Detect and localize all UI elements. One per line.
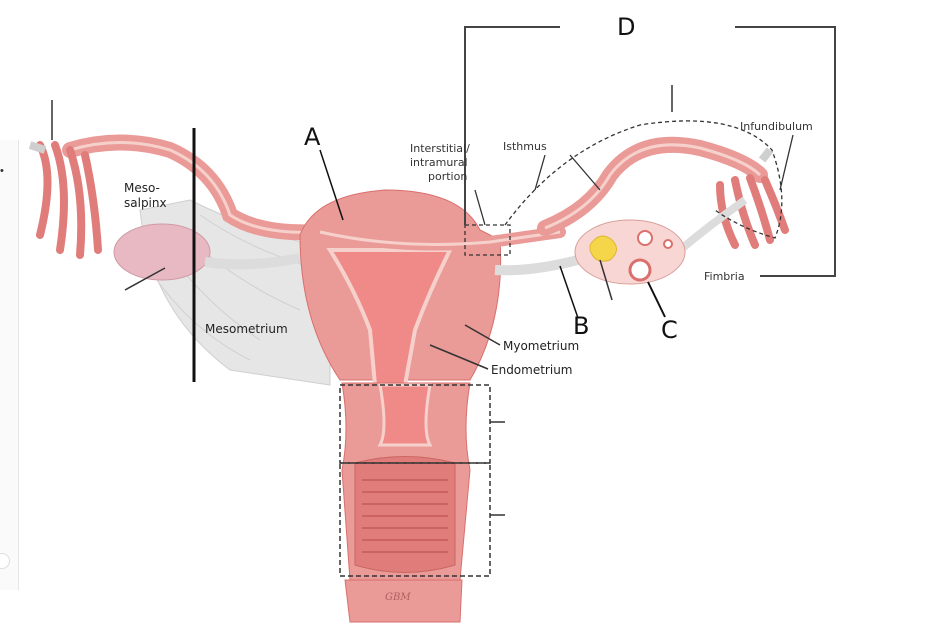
suspensory-ligament	[677, 196, 748, 254]
isthmus-pointer	[534, 154, 546, 191]
isthmus-pointer-2	[569, 154, 601, 191]
label-endometrium: Endometrium	[491, 363, 573, 377]
d-bracket-left	[464, 26, 560, 225]
a-pointer	[319, 149, 344, 221]
left-tube-end	[28, 141, 47, 154]
corpus-luteum	[589, 235, 617, 262]
left-ovarian-ligament	[204, 253, 301, 270]
label-isthmus: Isthmus	[503, 140, 547, 153]
d-bracket-right	[735, 26, 836, 277]
label-mesosalpinx-1: Meso-	[124, 181, 160, 195]
label-b: B	[573, 312, 589, 340]
label-fimbria: Fimbria	[704, 270, 745, 283]
vaginal-outlet	[344, 579, 463, 623]
label-mesosalpinx-2: salpinx	[124, 196, 167, 210]
label-myometrium: Myometrium	[503, 339, 579, 353]
gbm-watermark: GBM	[385, 592, 411, 603]
left-fimbria	[36, 141, 102, 259]
label-interstitial-3: portion	[428, 170, 467, 183]
label-infundibulum: Infundibulum	[740, 120, 813, 133]
cervical-canal	[377, 383, 433, 447]
endometrium-pointer	[429, 344, 489, 370]
right-fallopian-tube-lumen	[544, 143, 762, 230]
interstitial-tube-lumen	[319, 230, 561, 246]
interstitial-dashed-box	[464, 224, 511, 256]
interstitial-pointer	[474, 189, 486, 226]
ampulla-dashed-outline	[504, 120, 783, 239]
vagina-dashed-box	[339, 462, 491, 577]
follicle	[628, 258, 652, 282]
follicle	[637, 230, 653, 246]
left-ovary-pointer	[124, 267, 166, 291]
corpus-luteum-pointer	[599, 259, 613, 301]
vaginal-canal	[354, 456, 456, 573]
infundibulum-pointer	[779, 134, 794, 191]
label-interstitial-1: Interstitial/	[410, 142, 470, 155]
follicle	[663, 239, 673, 249]
label-a: A	[304, 123, 321, 151]
myometrium-pointer	[464, 324, 501, 346]
cervix-dashed-box	[339, 384, 491, 464]
left-ovary	[113, 223, 211, 281]
label-mesometrium: Mesometrium	[205, 322, 288, 336]
label-interstitial-2: intramural	[410, 156, 468, 169]
c-pointer	[647, 281, 666, 318]
right-tube-end	[758, 147, 774, 163]
label-d: D	[617, 13, 635, 41]
left-panel-edge	[0, 140, 19, 590]
label-c: C	[661, 316, 678, 344]
panel-dot-icon: •	[0, 165, 4, 177]
b-pointer	[559, 265, 579, 319]
right-ovarian-ligament	[494, 253, 587, 276]
vaginal-rugae	[362, 479, 448, 553]
left-fallopian-tube-lumen	[69, 141, 321, 234]
